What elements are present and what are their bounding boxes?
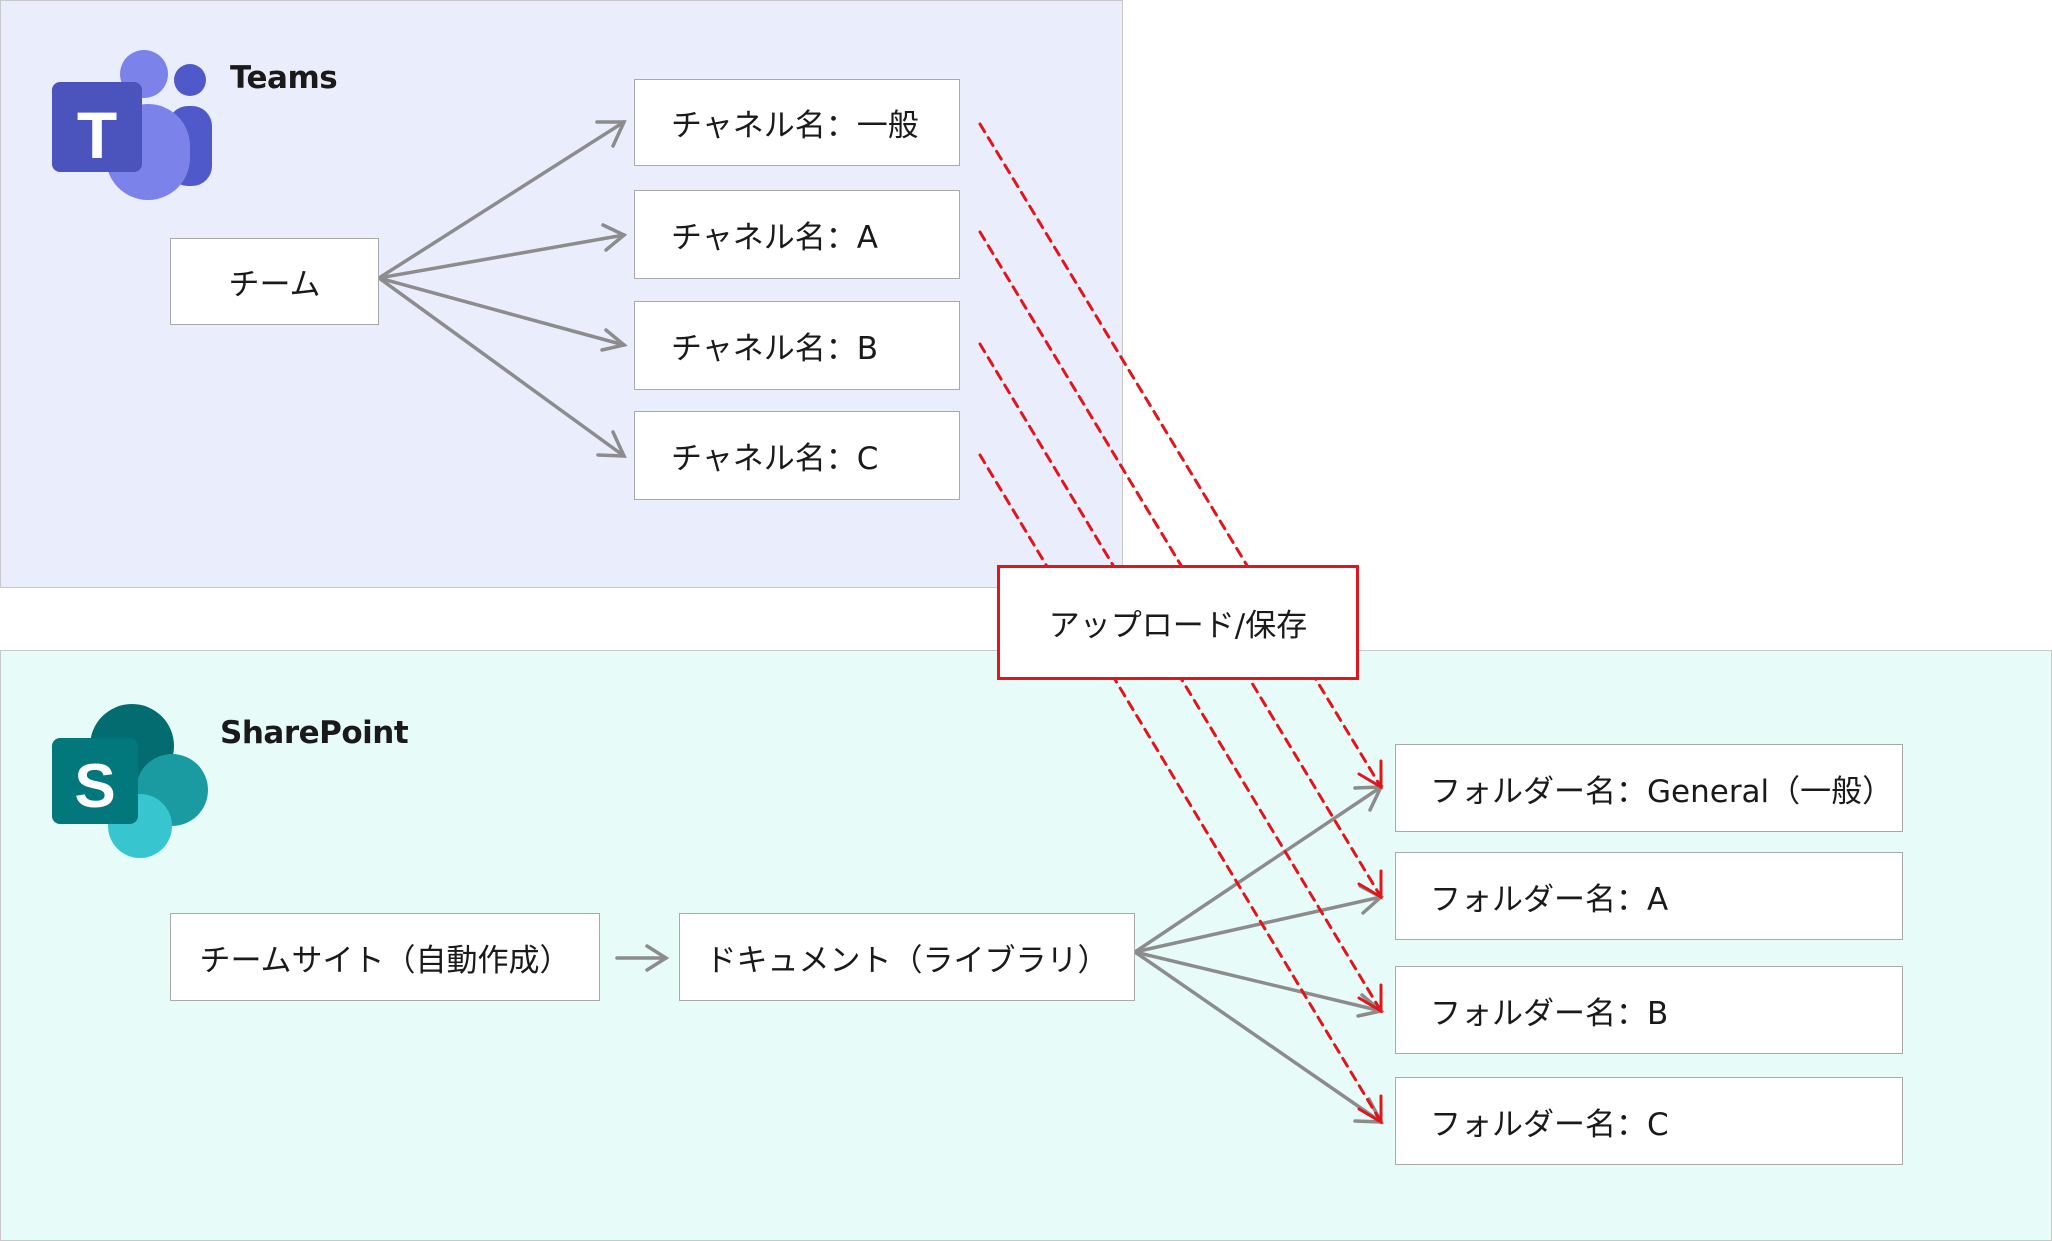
- upload-arrow-c: [978, 453, 1383, 1124]
- document-library-box: ドキュメント（ライブラリ）: [679, 913, 1135, 1001]
- arrow-team-to-channel-a: [377, 233, 626, 280]
- folder-box-c: フォルダー名：C: [1395, 1077, 1903, 1165]
- arrow-library-to-folder-b: [1133, 950, 1383, 1013]
- upload-arrow-a: [978, 230, 1383, 899]
- channel-box-a: チャネル名：A: [634, 190, 960, 279]
- arrow-library-to-folder-a: [1133, 895, 1383, 954]
- arrow-team-to-channel-b: [377, 276, 626, 347]
- channel-box-general: チャネル名：一般: [634, 79, 960, 166]
- upload-arrow-general: [978, 122, 1383, 789]
- folder-box-general: フォルダー名：General（一般）: [1395, 744, 1903, 832]
- upload-save-label-box: アップロード/保存: [997, 565, 1359, 680]
- arrow-library-to-folder-c: [1133, 950, 1383, 1124]
- channel-box-b: チャネル名：B: [634, 301, 960, 390]
- folder-box-b: フォルダー名：B: [1395, 966, 1903, 1054]
- sharepoint-logo-icon: S: [52, 704, 208, 858]
- team-site-box: チームサイト（自動作成）: [170, 913, 600, 1001]
- arrow-team-to-channel-general: [377, 120, 626, 280]
- svg-text:T: T: [77, 98, 117, 172]
- arrow-library-to-folder-general: [1133, 785, 1383, 954]
- channel-box-c: チャネル名：C: [634, 411, 960, 500]
- teams-logo-icon: T: [52, 50, 212, 200]
- arrow-team-to-channel-c: [377, 276, 626, 458]
- folder-box-a: フォルダー名：A: [1395, 852, 1903, 940]
- teams-brand-label: Teams: [230, 60, 338, 96]
- team-box: チーム: [170, 238, 379, 325]
- sharepoint-brand-label: SharePoint: [220, 715, 409, 751]
- svg-text:S: S: [74, 752, 115, 821]
